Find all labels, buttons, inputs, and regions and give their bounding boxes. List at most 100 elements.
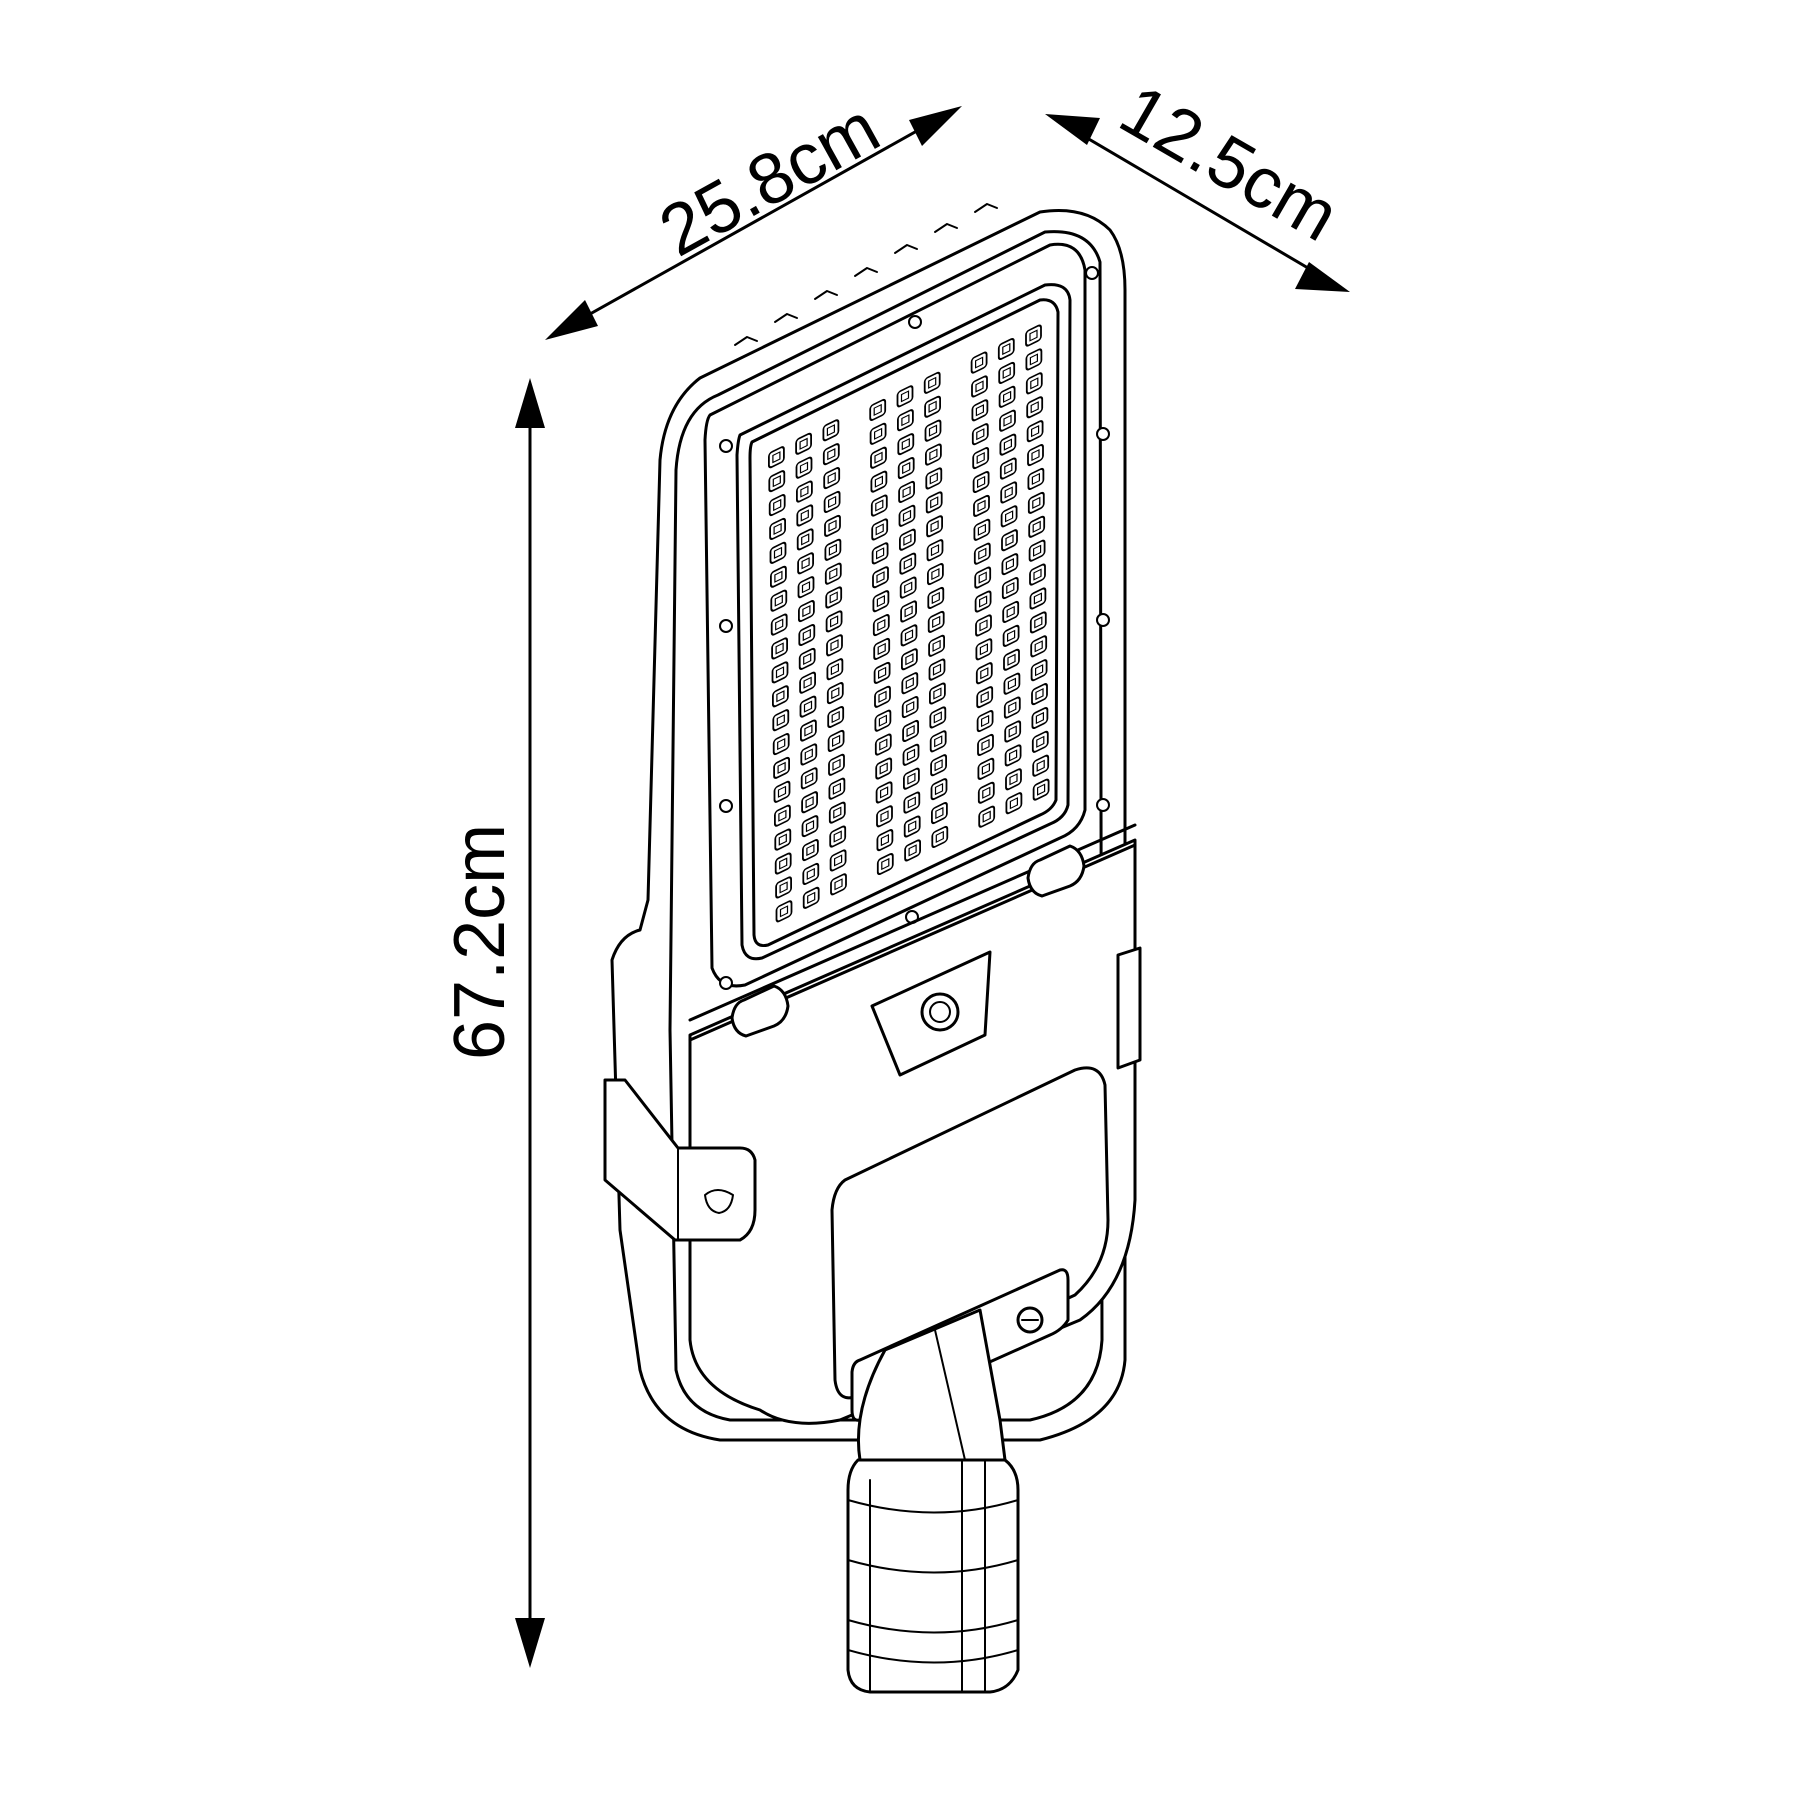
led-chip-lens xyxy=(906,724,915,738)
led-chip-lens xyxy=(778,809,787,822)
led-chip-lens xyxy=(827,471,836,485)
led-chip-lens xyxy=(1003,438,1013,451)
led-chip-lens xyxy=(776,714,785,727)
led-chip-lens xyxy=(1031,472,1041,486)
frame-screws xyxy=(719,266,1110,990)
led-chip-lens xyxy=(799,461,809,474)
led-chip-lens xyxy=(907,796,916,809)
led-chip-lens xyxy=(908,820,917,833)
led-chip-lens xyxy=(975,404,985,417)
led-chip-lens xyxy=(804,724,813,737)
led-chip-lens xyxy=(930,520,939,533)
led-chip-lens xyxy=(775,618,784,631)
led-chip-lens xyxy=(1009,797,1019,810)
led-chip-lens xyxy=(834,878,843,891)
body-inner-edge xyxy=(668,230,1104,1422)
led-chip-lens xyxy=(978,571,987,584)
led-chip-lens xyxy=(1033,592,1043,605)
led-chip-lens xyxy=(902,509,912,522)
led-chip-lens xyxy=(1004,486,1013,499)
led-chip-lens xyxy=(907,772,916,785)
depth-label: 12.5cm xyxy=(1107,70,1351,257)
led-chip-lens xyxy=(775,666,785,679)
led-chip-lens xyxy=(904,581,913,594)
led-chip-lens xyxy=(802,604,811,618)
mount-neck xyxy=(856,1308,1007,1462)
led-chip-lens xyxy=(828,543,838,556)
led-chip-lens xyxy=(805,796,814,809)
led-chip-lens xyxy=(928,400,937,413)
led-chip-lens xyxy=(979,619,988,632)
led-chip-lens xyxy=(833,806,842,819)
led-chip-lens xyxy=(776,690,785,703)
led-chip-lens xyxy=(828,519,837,532)
led-chip-lens xyxy=(1006,629,1016,642)
led-chip-lens xyxy=(777,737,786,751)
led-chip-lens xyxy=(1008,725,1017,738)
led-chip-lens xyxy=(981,762,991,775)
led-chip-lens xyxy=(830,639,839,652)
led-chip-lens xyxy=(806,843,815,857)
led-chip-lens xyxy=(880,810,889,823)
led-chip-lens xyxy=(1035,688,1044,701)
led-chip-lens xyxy=(1008,749,1018,762)
led-chip-lens xyxy=(1002,366,1011,379)
led-chip-lens xyxy=(803,652,812,666)
led-chip-lens xyxy=(775,642,784,655)
led-chip-lens xyxy=(934,759,943,772)
led-chip-lens xyxy=(929,448,938,461)
led-chip-lens xyxy=(928,424,938,437)
led-chip-lens xyxy=(903,557,912,570)
led-chip-lens xyxy=(830,663,840,676)
led-panel-inner xyxy=(748,298,1060,947)
led-chip-lens xyxy=(931,567,940,581)
led-chip-lens xyxy=(977,523,987,536)
led-chip-lens xyxy=(933,687,942,700)
led-chip-lens xyxy=(1036,759,1045,772)
led-chip-lens xyxy=(976,475,986,489)
led-chip-lens xyxy=(1002,390,1012,403)
led-chip-lens xyxy=(779,881,788,894)
led-chip-lens xyxy=(1032,496,1041,509)
led-chip-lens xyxy=(803,700,813,713)
led-chip-lens xyxy=(773,522,782,536)
luminaire xyxy=(603,203,1142,1694)
led-chip-lens xyxy=(831,734,841,748)
side-bracket-right xyxy=(1116,946,1142,1070)
led-chip-lens xyxy=(908,844,917,857)
led-chip-lens xyxy=(1030,401,1039,414)
led-chip-lens xyxy=(1035,711,1045,725)
led-chip-lens xyxy=(799,437,808,450)
led-chip-lens xyxy=(800,485,809,498)
led-chip-lens xyxy=(1032,544,1042,557)
led-chip-lens xyxy=(805,820,815,833)
led-chip-lens xyxy=(932,663,942,676)
led-chip-lens xyxy=(980,714,990,728)
led-chip-lens xyxy=(905,677,914,690)
led-chip-lens xyxy=(1031,448,1040,462)
pole-spigot xyxy=(846,1458,1020,1694)
led-chip-lens xyxy=(874,451,883,464)
led-chip-lens xyxy=(934,735,943,748)
led-chip-lens xyxy=(982,810,991,823)
led-chip-lens xyxy=(1030,425,1040,438)
led-chip-lens xyxy=(806,867,815,881)
led-chip-lens xyxy=(829,591,838,604)
led-chip-lens xyxy=(935,830,944,844)
led-chip-lens xyxy=(779,857,788,870)
led-chip-lens xyxy=(1034,640,1043,653)
led-chip-lens xyxy=(829,567,838,580)
heat-sink-fins xyxy=(734,203,998,346)
led-chip-lens xyxy=(880,834,890,847)
led-chip-lens xyxy=(774,570,783,583)
sensor-notch xyxy=(870,950,992,1077)
access-cover xyxy=(830,1066,1110,1400)
led-chip-lens xyxy=(932,639,941,652)
led-chip-lens xyxy=(1034,616,1043,629)
led-chip-lens xyxy=(832,758,841,771)
led-chip-lens xyxy=(1007,677,1017,690)
led-chip-lens xyxy=(935,806,944,820)
led-chip-lens xyxy=(832,782,842,795)
led-chip-lens xyxy=(874,475,884,488)
led-chip-lens xyxy=(875,499,884,512)
